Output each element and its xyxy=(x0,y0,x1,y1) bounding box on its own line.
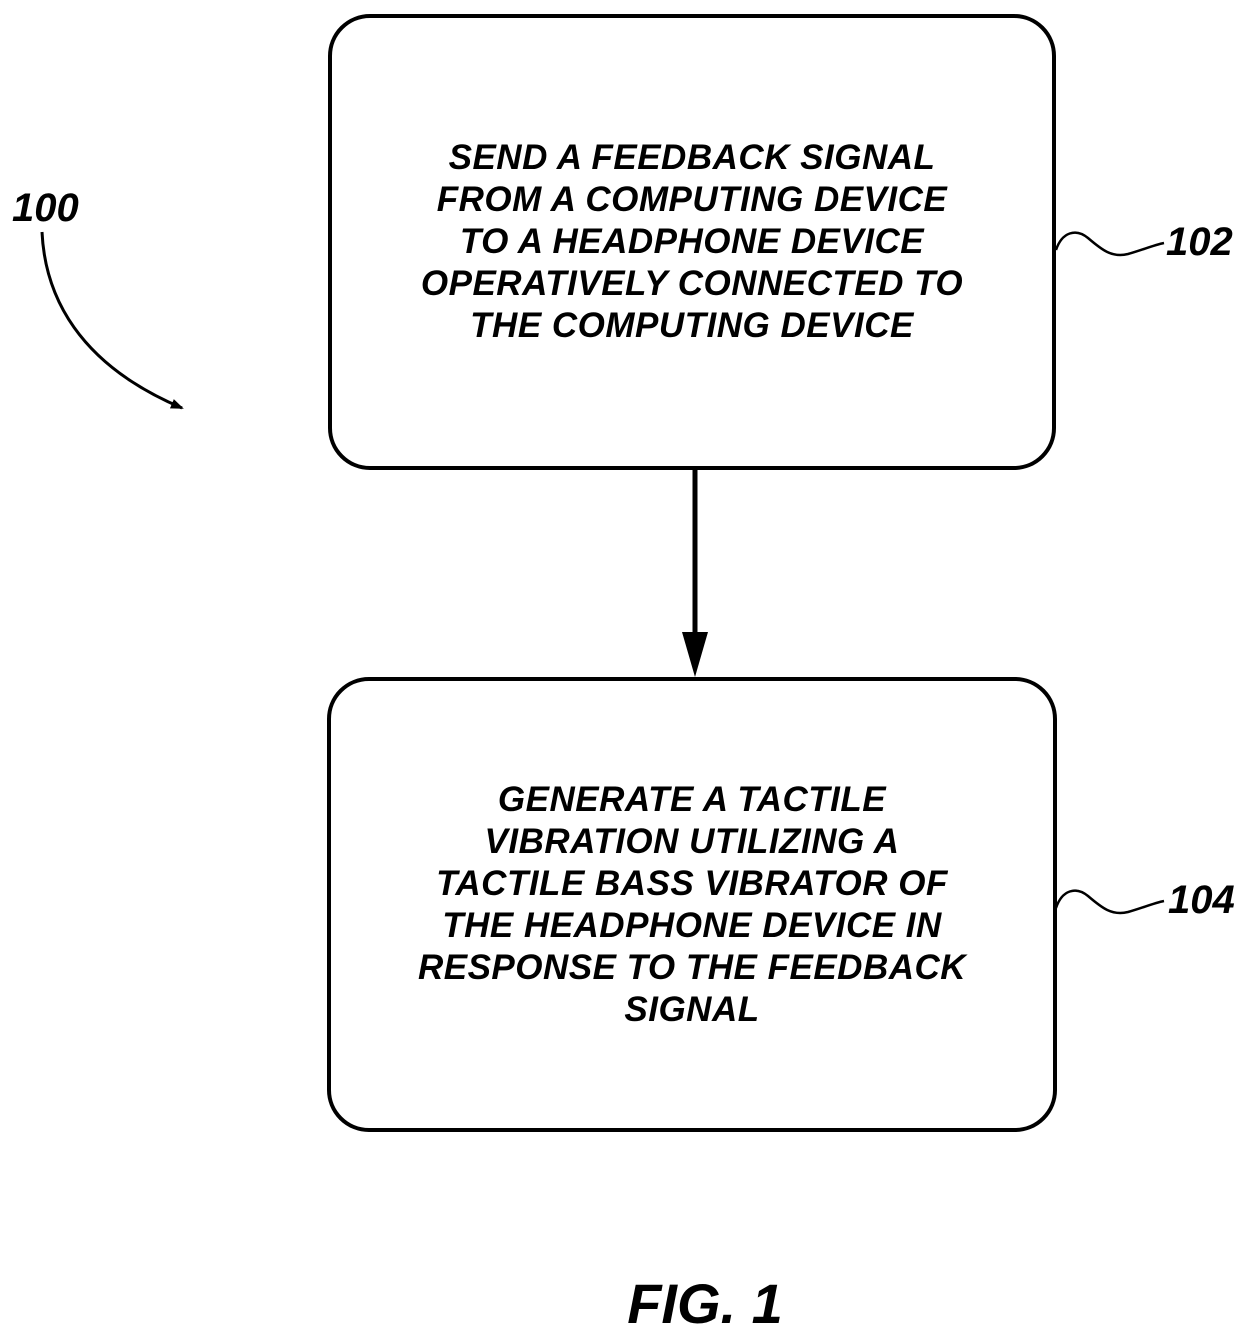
figure-reference-label-100: 100 xyxy=(12,186,79,230)
flow-step-box-102: SEND A FEEDBACK SIGNAL FROM A COMPUTING … xyxy=(328,14,1056,470)
lead-line-squiggle-104-icon xyxy=(1054,889,1165,915)
flow-arrow-icon xyxy=(682,467,708,677)
flow-step-102-text: SEND A FEEDBACK SIGNAL FROM A COMPUTING … xyxy=(420,138,964,345)
figure-reference-label-102: 102 xyxy=(1166,220,1233,264)
flow-step-104-text: GENERATE A TACTILE VIBRATION UTILIZING A… xyxy=(417,779,967,1029)
figure-reference-label-104: 104 xyxy=(1168,878,1235,922)
figure-caption-text: FIG. 1 xyxy=(627,1272,783,1335)
flow-step-box-104: GENERATE A TACTILE VIBRATION UTILIZING A… xyxy=(327,677,1057,1132)
figure-caption: FIG. 1 xyxy=(545,1276,865,1332)
reference-curved-arrow-icon xyxy=(40,231,184,410)
lead-line-squiggle-102-icon xyxy=(1054,231,1165,257)
